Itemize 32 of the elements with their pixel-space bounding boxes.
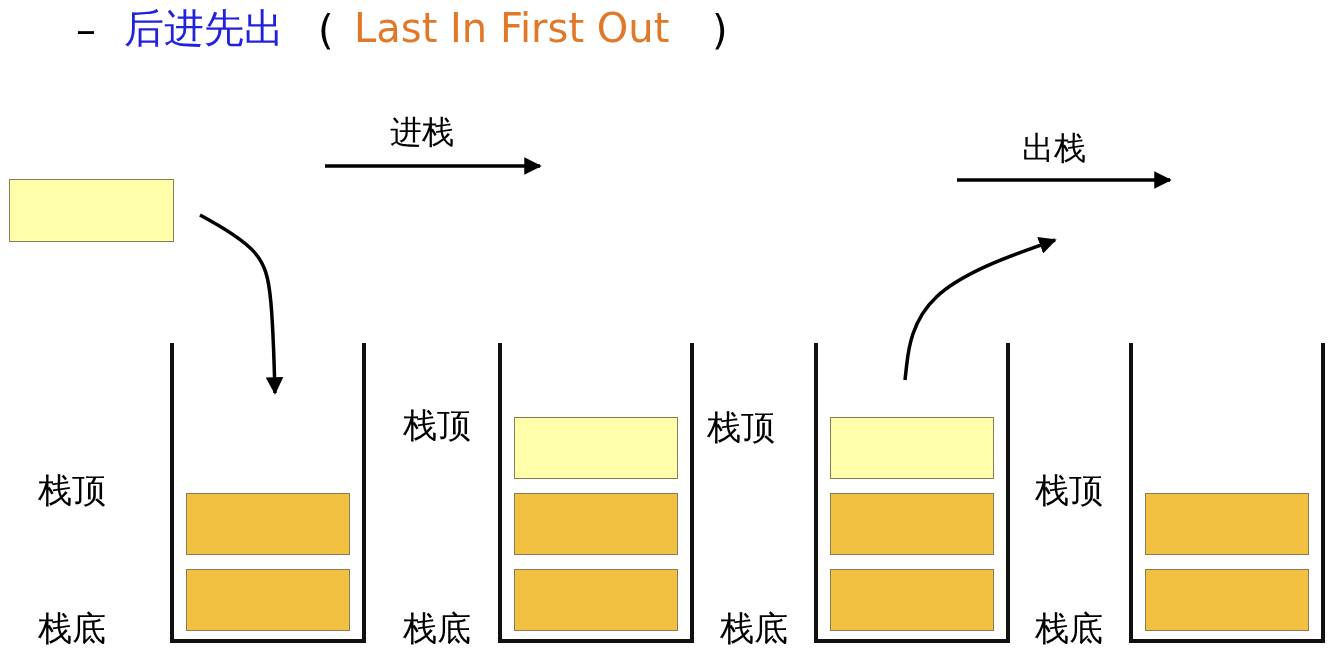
stack-container xyxy=(170,343,366,643)
stack-block xyxy=(830,569,994,631)
stack-top-label: 栈顶 xyxy=(38,473,106,507)
stack-container xyxy=(1129,343,1325,643)
stack-bottom-label: 栈底 xyxy=(403,611,471,645)
stack-block xyxy=(1145,569,1309,631)
stack-block xyxy=(830,417,994,479)
stack-block xyxy=(186,493,350,555)
stack-bottom-label: 栈底 xyxy=(38,611,106,645)
stack-block xyxy=(186,569,350,631)
stack-block xyxy=(1145,493,1309,555)
heading-text: ( xyxy=(318,10,334,50)
direction-label: 出栈 xyxy=(1022,132,1086,164)
heading-text: 后进先出 xyxy=(124,8,284,48)
direction-label: 进栈 xyxy=(390,116,454,148)
dash-text: – xyxy=(76,10,96,50)
stack-bottom-label: 栈底 xyxy=(1035,611,1103,645)
stack-top-label: 栈顶 xyxy=(1035,473,1103,507)
curved-arrow xyxy=(199,213,284,395)
stack-bottom-label: 栈底 xyxy=(720,611,788,645)
stack-block xyxy=(514,569,678,631)
stack-block xyxy=(9,179,174,242)
stack-top-label: 栈顶 xyxy=(403,408,471,442)
stack-container xyxy=(814,343,1010,643)
stack-block xyxy=(514,493,678,555)
stack-block xyxy=(514,417,678,479)
heading-text: ) xyxy=(712,10,728,50)
curved-arrow xyxy=(903,237,1057,381)
stack-block xyxy=(830,493,994,555)
heading-text: Last In First Out xyxy=(354,8,670,48)
stack-top-label: 栈顶 xyxy=(707,410,775,444)
stack-container xyxy=(498,343,694,643)
